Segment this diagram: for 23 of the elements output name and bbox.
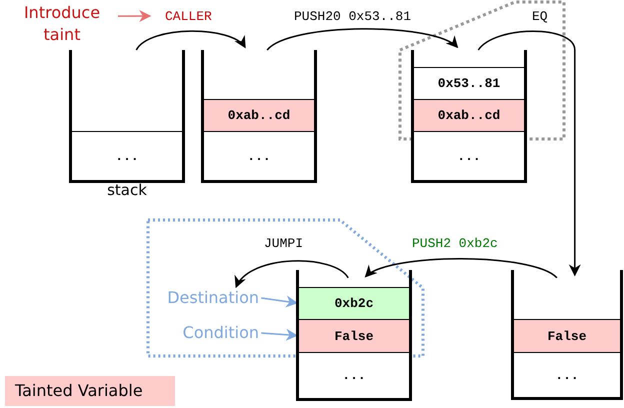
stack-container	[296, 270, 412, 401]
stack-slot: 0xab..cd	[204, 99, 314, 131]
arrow	[478, 30, 581, 276]
arrow	[266, 28, 458, 51]
stack-slot: 0xab..cd	[414, 99, 524, 131]
arrow	[261, 296, 298, 308]
stack-slot: False	[514, 319, 620, 352]
arrow	[235, 260, 349, 288]
stack-container	[411, 50, 527, 183]
arrow	[261, 328, 298, 341]
stack-container	[201, 50, 317, 183]
edge-label: EQ	[530, 9, 550, 24]
annotation-text: Introduce taint	[12, 2, 112, 46]
arrow	[364, 258, 558, 278]
annotation-text: Destination	[150, 288, 259, 308]
stack-container	[511, 270, 623, 400]
annotation-text: Condition	[150, 323, 259, 343]
stack-slot: 0xb2c	[299, 287, 409, 319]
stack-label: stack	[106, 181, 148, 199]
arrow	[118, 10, 152, 22]
legend-text: Tainted Variable	[15, 381, 143, 400]
arrow	[136, 30, 246, 50]
stack-slot: False	[299, 319, 409, 352]
